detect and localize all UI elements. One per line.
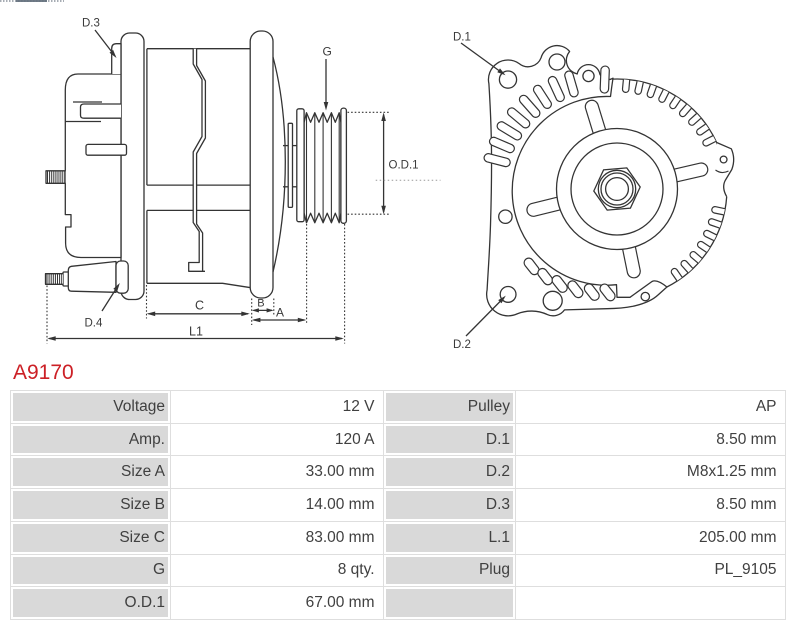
svg-text:D.1: D.1 — [453, 32, 471, 44]
svg-text:O.D.1: O.D.1 — [389, 159, 419, 171]
svg-text:A: A — [276, 306, 284, 320]
svg-text:D.2: D.2 — [453, 339, 471, 351]
svg-text:D.3: D.3 — [82, 18, 100, 30]
svg-text:G: G — [323, 45, 332, 59]
svg-text:L1: L1 — [189, 325, 203, 339]
svg-text:C: C — [195, 299, 204, 313]
svg-text:B: B — [257, 298, 264, 310]
svg-text:D.4: D.4 — [85, 318, 104, 330]
